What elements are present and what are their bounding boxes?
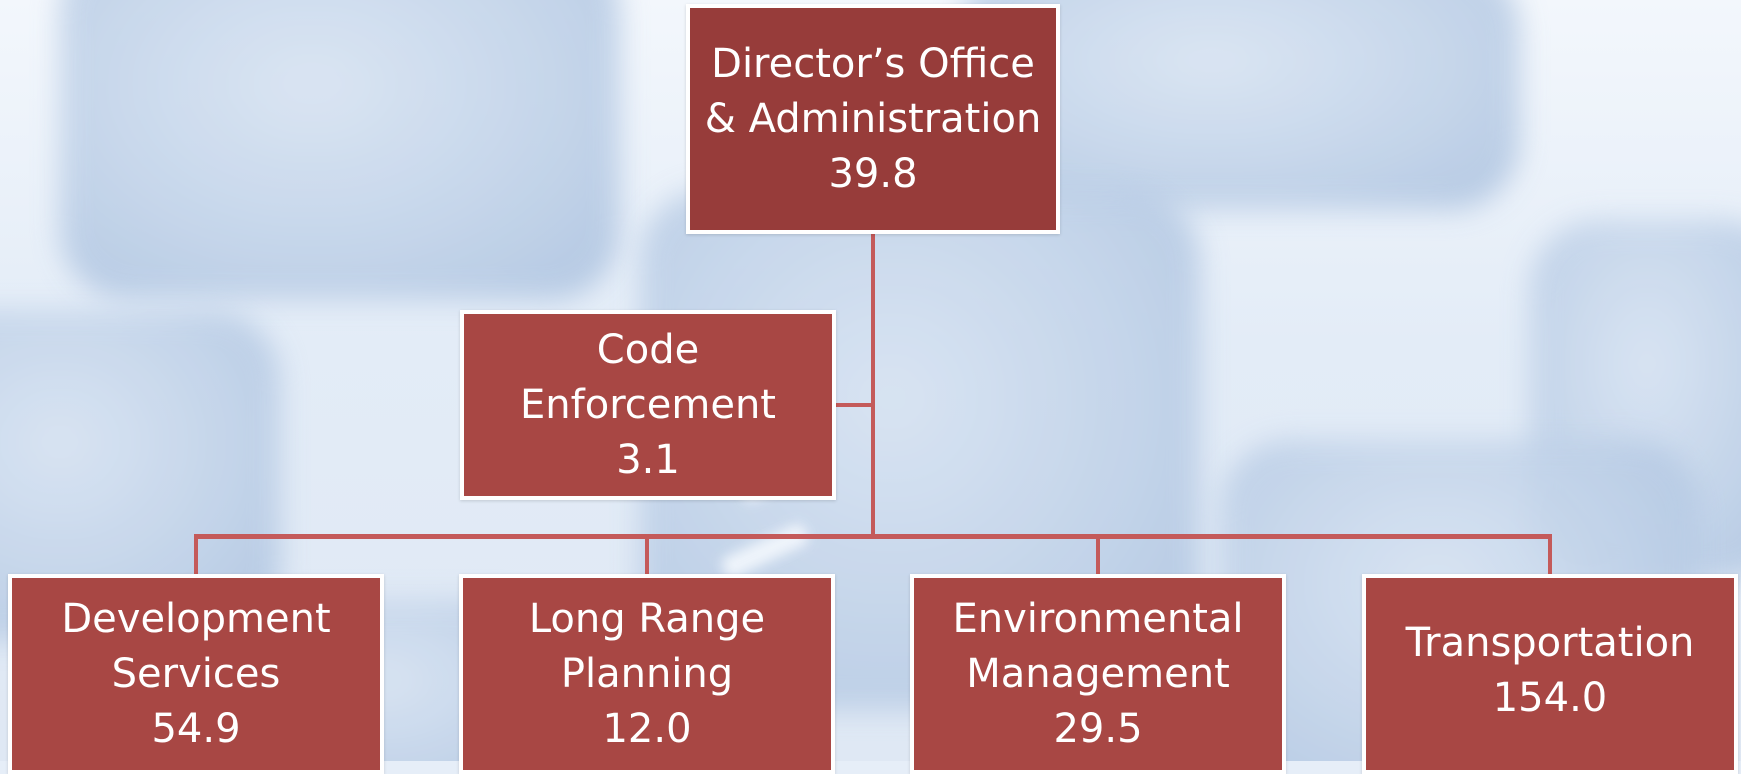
org-box-development-services: Development Services 54.9 bbox=[8, 574, 384, 774]
connector-assistant bbox=[834, 403, 875, 407]
org-box-code-enforcement: Code Enforcement 3.1 bbox=[460, 310, 836, 500]
org-box-title-line-1: Code bbox=[596, 326, 700, 373]
org-box-value: 54.9 bbox=[151, 705, 241, 752]
org-box-title-line-2: Enforcement bbox=[520, 381, 776, 428]
connector-child-4 bbox=[1548, 534, 1552, 575]
org-box-value: 12.0 bbox=[602, 705, 692, 752]
org-box-value: 39.8 bbox=[828, 150, 918, 197]
org-box-title-line-1: Development bbox=[61, 595, 331, 642]
org-box-value: 3.1 bbox=[616, 436, 680, 483]
org-box-environmental-management: Environmental Management 29.5 bbox=[910, 574, 1286, 774]
org-box-title-line-2: Services bbox=[111, 650, 281, 697]
org-box-title-line-1: Director’s Office bbox=[711, 40, 1035, 87]
connector-child-1 bbox=[194, 534, 198, 575]
org-box-directors-office: Director’s Office & Administration 39.8 bbox=[686, 4, 1060, 234]
connector-root-trunk bbox=[871, 230, 875, 536]
org-box-title-line-2: Management bbox=[966, 650, 1230, 697]
org-box-long-range-planning: Long Range Planning 12.0 bbox=[459, 574, 835, 774]
connector-child-3 bbox=[1096, 534, 1100, 575]
org-box-title-line-2: & Administration bbox=[704, 95, 1042, 142]
connector-child-2 bbox=[645, 534, 649, 575]
org-box-transportation: Transportation 154.0 bbox=[1362, 574, 1738, 774]
org-box-title-line-1: Environmental bbox=[952, 595, 1244, 642]
connector-horizontal-bar bbox=[194, 534, 1552, 539]
org-box-value: 29.5 bbox=[1053, 705, 1143, 752]
org-box-title-line-2: Planning bbox=[560, 650, 734, 697]
org-box-value: 154.0 bbox=[1492, 675, 1608, 721]
org-box-title-line-1: Long Range bbox=[528, 595, 766, 642]
org-box-title-line-1: Transportation bbox=[1405, 620, 1695, 666]
